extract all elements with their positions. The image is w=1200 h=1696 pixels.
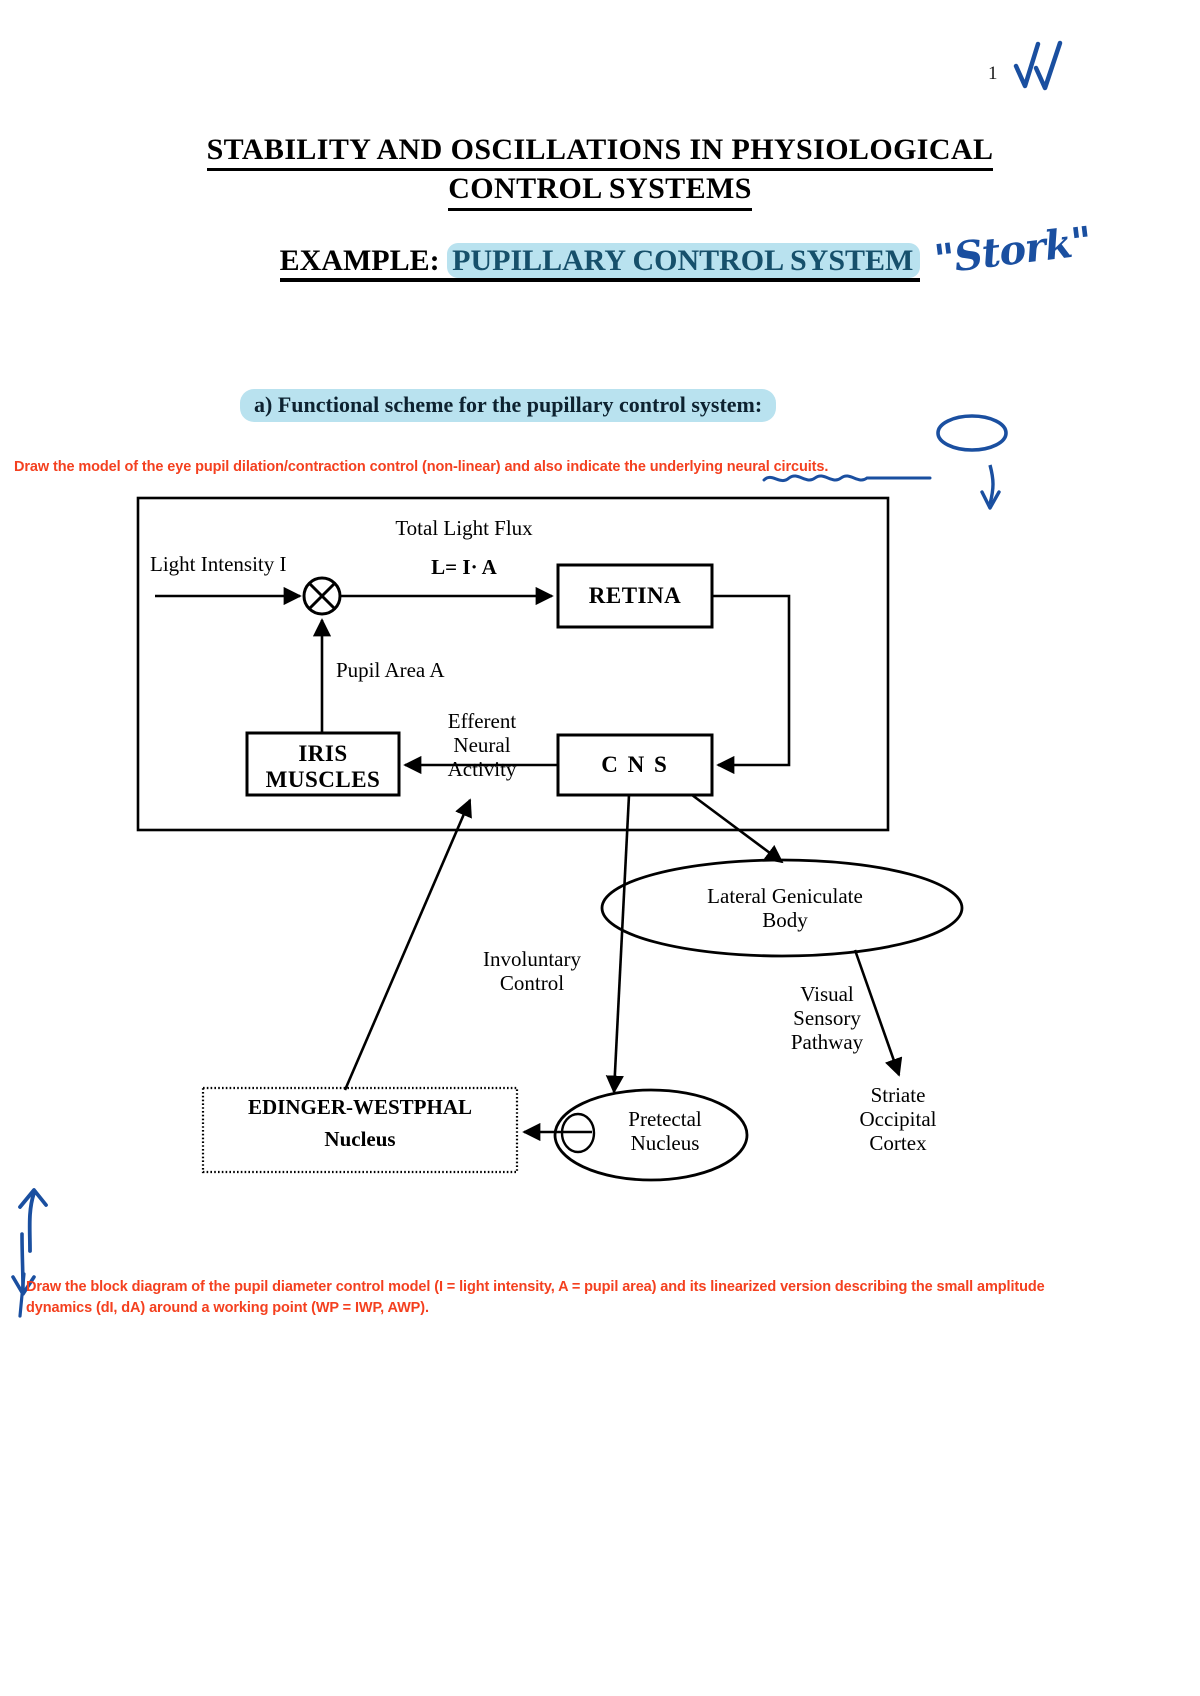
label-visual-line3: Pathway — [790, 1029, 864, 1054]
edinger-to-iris-arrow — [343, 798, 472, 1091]
example-heading: EXAMPLE: PUPILLARY CONTROL SYSTEM — [0, 243, 1200, 282]
cns-to-pretectal-arrow — [605, 794, 631, 1094]
summation-node-shape — [302, 576, 342, 616]
hand-arrow-up-icon — [18, 1188, 48, 1253]
cns-block-label: C N S — [601, 752, 669, 777]
iris-block-label-line1: IRIS — [298, 741, 348, 766]
label-efferent-line2: Neural — [453, 732, 511, 757]
label-efferent-line3: Activity — [447, 756, 517, 781]
label-involuntary-line2: Control — [499, 970, 565, 995]
red-annotation-bottom: Draw the block diagram of the pupil diam… — [26, 1279, 1045, 1316]
label-striate-occipital-cortex: Striate Occipital Cortex — [838, 1083, 958, 1156]
page-title-line1: STABILITY AND OSCILLATIONS IN PHYSIOLOGI… — [206, 132, 994, 172]
section-a-heading: a) Functional scheme for the pupillary c… — [240, 389, 777, 422]
hand-arrow-down-icon — [11, 1232, 36, 1296]
edinger-westphal-block-label: EDINGER-WESTPHAL Nucleus — [203, 1095, 517, 1152]
page-title: STABILITY AND OSCILLATIONS IN PHYSIOLOGI… — [0, 132, 1200, 211]
iris-block-label: IRIS MUSCLES — [247, 741, 399, 793]
example-subject-highlight: PUPILLARY CONTROL SYSTEM — [447, 243, 921, 278]
label-efferent-line1: Efferent — [447, 709, 517, 733]
page-title-line2: CONTROL SYSTEMS — [448, 171, 752, 211]
retina-to-cns-path — [712, 594, 791, 775]
scheme-boundary — [136, 496, 890, 832]
label-striate-line2: Occipital — [859, 1106, 937, 1131]
label-visual-line2: Sensory — [793, 1005, 861, 1030]
pretectal-nucleus-label: Pretectal Nucleus — [600, 1107, 730, 1156]
lateral-geniculate-body-label: Lateral Geniculate Body — [660, 884, 910, 933]
label-flux-equation: L= I· A — [431, 555, 497, 579]
label-light-intensity: Light Intensity I — [150, 552, 287, 576]
lgb-label-line1: Lateral Geniculate — [707, 884, 863, 908]
label-involuntary-control: Involuntary Control — [452, 947, 612, 996]
pretectal-label-line1: Pretectal — [628, 1107, 702, 1131]
edinger-label-line1: EDINGER-WESTPHAL — [247, 1095, 473, 1119]
red-annotation-top: Draw the model of the eye pupil dilation… — [14, 459, 829, 475]
label-visual-sensory-pathway: Visual Sensory Pathway — [762, 982, 892, 1055]
pretectal-nucleus-shape — [553, 1088, 749, 1182]
label-pupil-area: Pupil Area A — [336, 658, 445, 682]
label-total-light-flux: Total Light Flux — [395, 516, 533, 540]
label-striate-line3: Cortex — [869, 1130, 927, 1155]
hand-squiggle-underline-icon — [762, 474, 932, 483]
cns-to-lgb-arrow — [691, 793, 784, 864]
label-striate-line1: Striate — [870, 1083, 926, 1107]
edinger-westphal-block-shape — [201, 1086, 519, 1174]
lgb-label-line2: Body — [762, 907, 808, 932]
lgb-to-cortex-arrow — [853, 949, 903, 1077]
label-efferent-neural-activity: Efferent Neural Activity — [412, 709, 552, 782]
label-visual-line1: Visual — [800, 982, 854, 1006]
iris-block-label-line2: MUSCLES — [265, 767, 381, 793]
retina-block-label: RETINA — [588, 583, 682, 608]
label-involuntary-line1: Involuntary — [483, 947, 581, 971]
hand-circle-arrow-icon — [936, 414, 1008, 510]
page-number: 1 — [988, 63, 998, 84]
edinger-label-line2: Nucleus — [324, 1126, 396, 1151]
example-label: EXAMPLE: — [279, 244, 440, 277]
hand-check-marks-icon — [1013, 40, 1063, 91]
pretectal-label-line2: Nucleus — [630, 1130, 700, 1155]
